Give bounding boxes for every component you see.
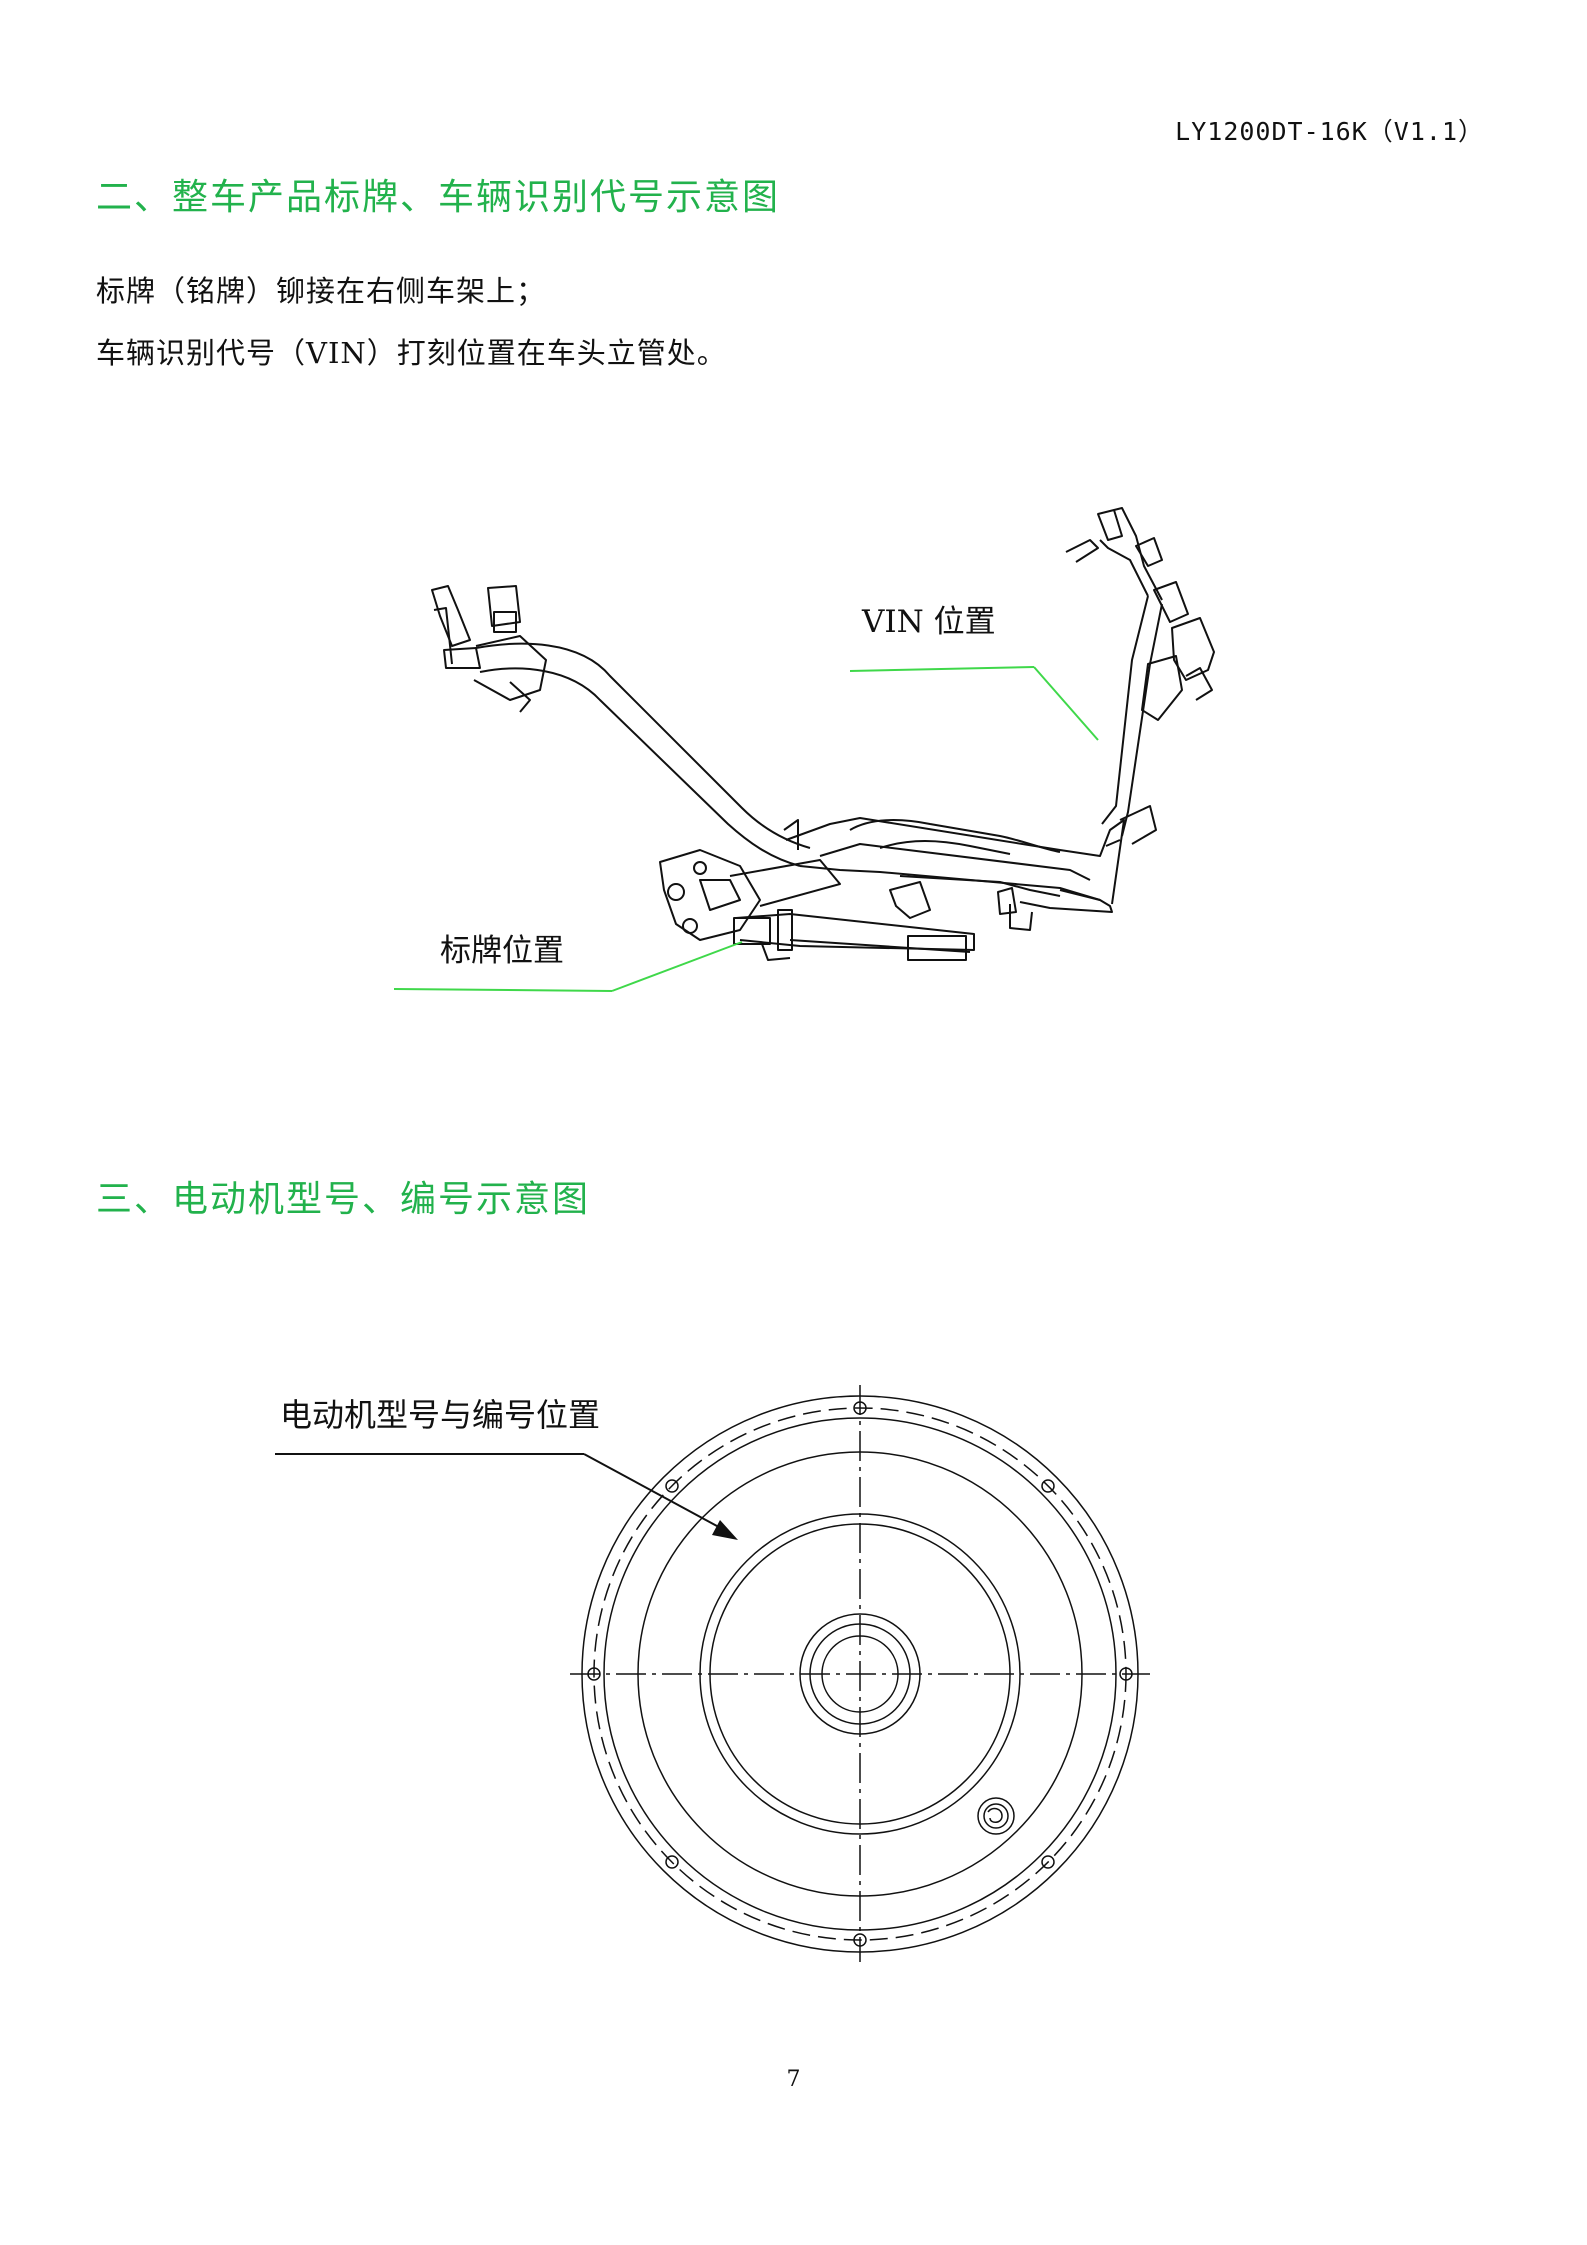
vin-leader-line xyxy=(849,666,1035,672)
motor-arrow-head xyxy=(712,1520,738,1540)
section-heading-nameplate-vin: 二、整车产品标牌、车辆识别代号示意图 xyxy=(96,177,781,218)
plate-leader-line xyxy=(393,988,613,992)
nameplate-position-label: 标牌位置 xyxy=(440,933,564,969)
vin-position-label: VIN 位置 xyxy=(862,604,996,640)
vin-leader-arrow xyxy=(1033,666,1099,741)
page-number: 7 xyxy=(786,2067,801,2092)
vin-location-text: 车辆识别代号（VIN）打刻位置在车头立管处。 xyxy=(96,336,727,370)
plate-leader-arrow xyxy=(611,941,743,992)
motor-leader-arrow xyxy=(583,1453,729,1533)
nameplate-location-text: 标牌（铭牌）铆接在右侧车架上； xyxy=(96,274,547,308)
motor-number-position-label: 电动机型号与编号位置 xyxy=(280,1396,601,1434)
frame-diagram xyxy=(393,507,1215,992)
section-heading-motor: 三、电动机型号、编号示意图 xyxy=(96,1179,591,1220)
document-code: LY1200DT-16K（V1.1） xyxy=(1175,117,1484,146)
